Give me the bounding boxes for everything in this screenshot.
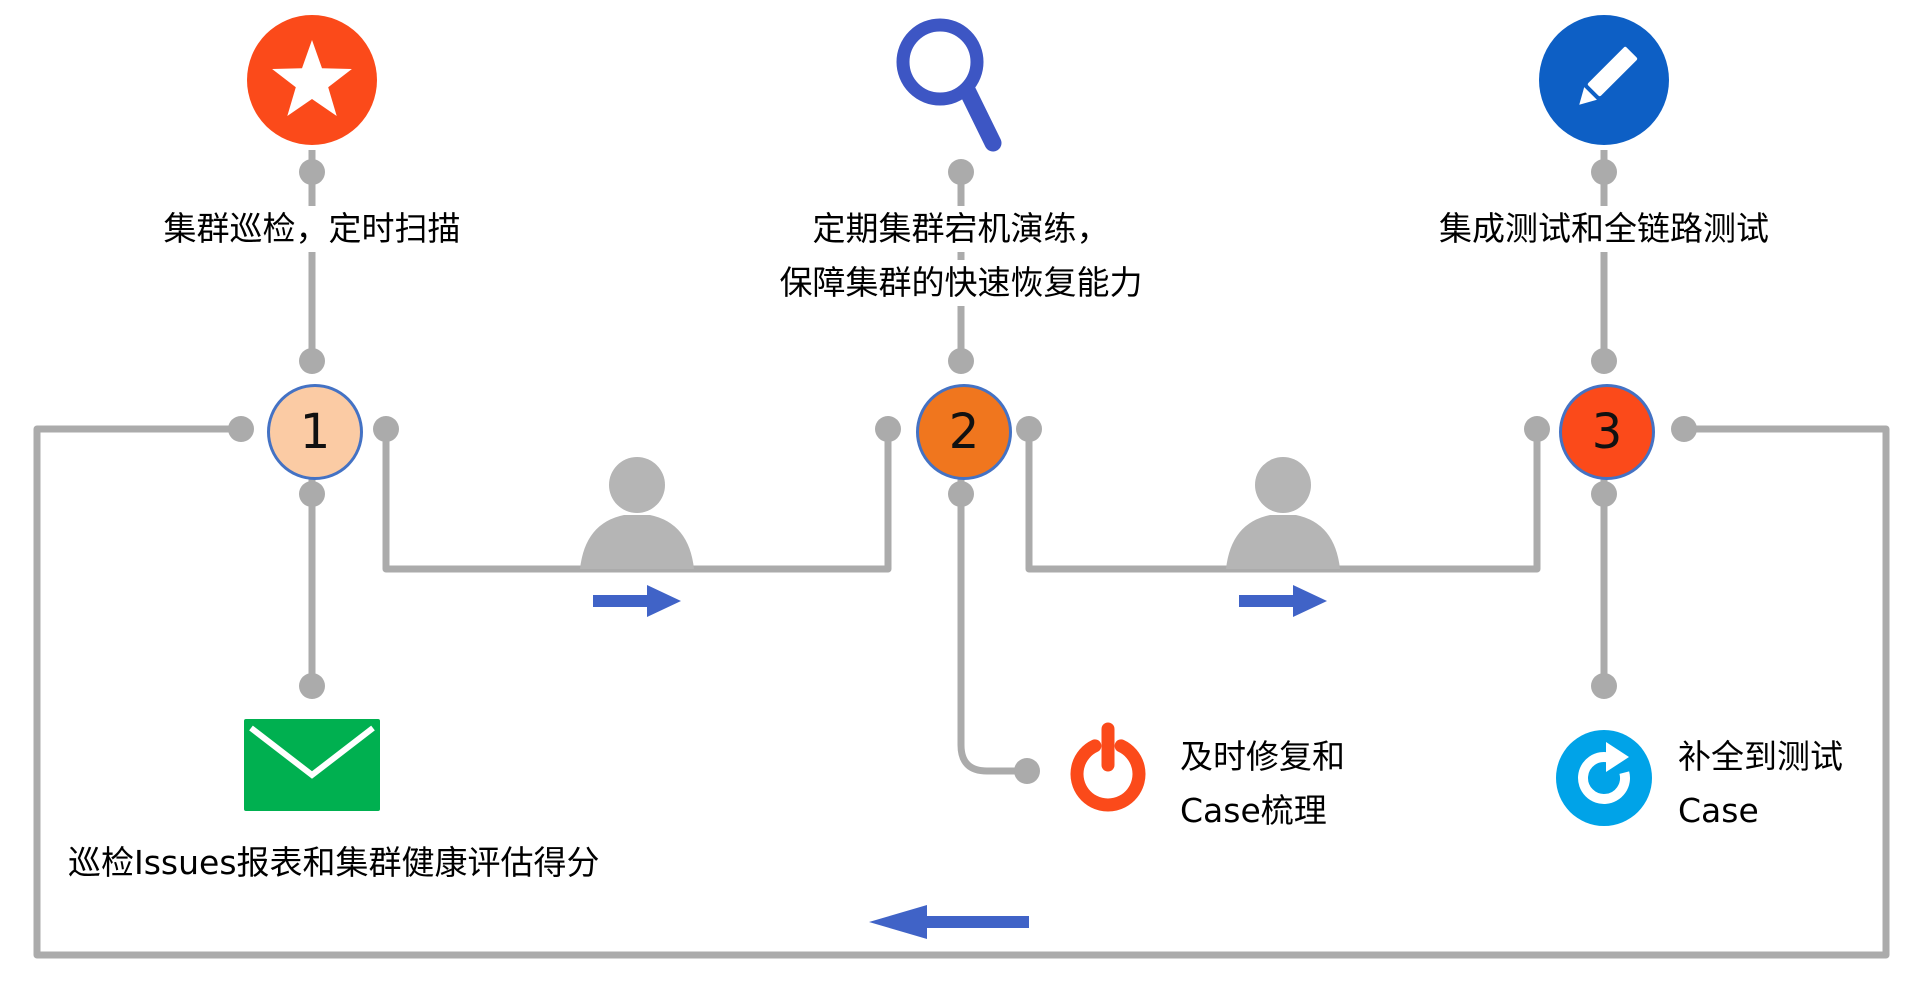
step2-top-label-line2: 保障集群的快速恢复能力: [771, 260, 1151, 306]
step1-node: 1: [267, 384, 363, 480]
step1-number: 1: [299, 404, 331, 460]
star-icon: [247, 15, 377, 145]
power-icon: [1070, 722, 1146, 812]
step1-top-label: 集群巡检，定时扫描: [155, 206, 469, 252]
refresh-icon: [1556, 730, 1652, 826]
step2-number: 2: [948, 404, 980, 460]
envelope-icon: [244, 719, 380, 811]
magnifier-icon: [896, 18, 1002, 152]
step3-output-label-line2: Case: [1670, 788, 1767, 834]
step2-top-label-line1: 定期集群宕机演练，: [804, 206, 1118, 252]
person-silhouette-icon: [580, 457, 694, 569]
step1-output-label: 巡检Issues报表和集群健康评估得分: [60, 840, 608, 886]
pencil-icon: [1539, 15, 1669, 145]
step3-node: 3: [1559, 384, 1655, 480]
step3-output-label-line1: 补全到测试: [1670, 734, 1851, 780]
step2-node: 2: [916, 384, 1012, 480]
step2-output-label-line1: 及时修复和: [1172, 734, 1353, 780]
arrow-right-icon: [593, 585, 681, 617]
person-silhouette-icon: [1226, 457, 1340, 569]
junction-dots: [228, 159, 1697, 784]
arrow-right-icon: [1239, 585, 1327, 617]
step2-output-label-line2: Case梳理: [1172, 788, 1335, 834]
step3-top-label: 集成测试和全链路测试: [1431, 206, 1777, 252]
step3-number: 3: [1591, 404, 1623, 460]
arrow-left-icon: [869, 905, 1029, 939]
